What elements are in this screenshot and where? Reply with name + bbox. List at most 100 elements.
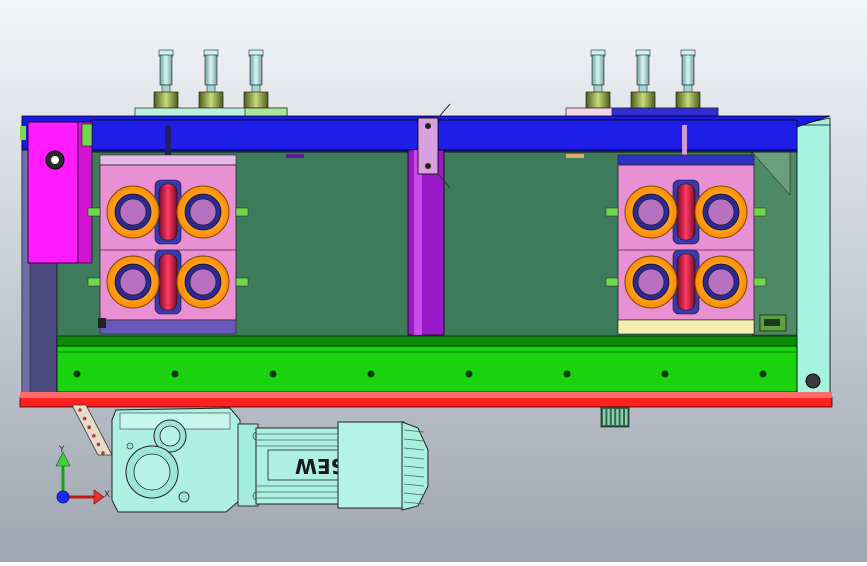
side-bolt-left xyxy=(87,277,101,287)
coordinate-triad-icon: Y X xyxy=(55,445,110,505)
sprocket-tooth xyxy=(620,409,623,425)
center-clamp-rod-bottom xyxy=(437,173,451,189)
side-bolt-right xyxy=(235,277,249,287)
fan-rib xyxy=(403,483,425,487)
motor-brand-label: SEW xyxy=(295,454,345,478)
center-column xyxy=(407,149,445,336)
fan-rib xyxy=(403,438,425,442)
roller-block-base xyxy=(99,319,237,335)
magenta-bracket xyxy=(27,121,79,264)
bottom-sprocket-teeth xyxy=(603,409,628,425)
stud-nut xyxy=(243,91,269,109)
orange-roller-hub xyxy=(189,268,217,296)
roller-assemblies xyxy=(87,154,767,335)
orange-roller-hub xyxy=(119,198,147,226)
right-side-face xyxy=(796,124,831,401)
top-beam-tab-right xyxy=(566,154,584,158)
side-bolt-left xyxy=(87,207,101,217)
orange-roller-hub xyxy=(637,268,665,296)
orange-roller-hub xyxy=(119,268,147,296)
base-rail-holes xyxy=(73,370,767,378)
stud-shaft xyxy=(204,54,218,86)
orange-roller-hub xyxy=(637,198,665,226)
rail-hole xyxy=(73,370,81,378)
side-bolt-left xyxy=(605,207,619,217)
chain-dot xyxy=(82,416,87,421)
stud-shaft xyxy=(249,54,263,86)
rail-hole xyxy=(171,370,179,378)
top-beam xyxy=(89,119,798,153)
stud-nut xyxy=(198,91,224,109)
chain-link-dots xyxy=(78,408,105,455)
bracket-green-clip xyxy=(81,123,93,147)
fan-rib xyxy=(403,429,425,433)
fan-rib xyxy=(403,501,425,505)
orange-roller-hub xyxy=(707,198,735,226)
triad-y-arrow xyxy=(55,451,71,467)
bottom-red-highlight xyxy=(20,392,832,398)
red-roller xyxy=(676,253,696,311)
fan-rib xyxy=(403,492,425,496)
rail-hole xyxy=(759,370,767,378)
fan-rib xyxy=(403,447,425,451)
rail-hole xyxy=(269,370,277,378)
top-beam-pin-left xyxy=(165,125,171,155)
side-bolt-right xyxy=(235,207,249,217)
roller-block-top-cap xyxy=(617,154,755,166)
fan-rib xyxy=(403,474,425,478)
chain-dot xyxy=(92,434,96,438)
orange-roller-hub xyxy=(189,198,217,226)
orange-roller-hub xyxy=(707,268,735,296)
red-roller xyxy=(676,183,696,241)
base-rail-top xyxy=(56,335,798,347)
base-rail xyxy=(56,345,798,393)
center-column-highlight xyxy=(414,150,422,335)
motor-fan-cover xyxy=(401,421,429,511)
chain-dot xyxy=(101,451,105,455)
stud-shaft xyxy=(591,54,605,86)
stud-nut xyxy=(585,91,611,109)
center-clamp-rod-top xyxy=(437,103,451,119)
side-bolt-right xyxy=(753,207,767,217)
sprocket-tooth xyxy=(607,409,610,425)
sprocket-tooth xyxy=(603,409,606,425)
sprocket-tooth xyxy=(625,409,628,425)
chain-dot xyxy=(78,408,82,412)
top-beam-tab-left xyxy=(286,154,304,158)
triad-x-label: X xyxy=(104,490,110,500)
chain-dot xyxy=(87,425,91,430)
red-roller xyxy=(158,253,178,311)
gearbox-boss-lower-inner xyxy=(133,453,171,491)
motor-fins xyxy=(256,433,342,499)
stud-shaft xyxy=(636,54,650,86)
top-beam-pin-right xyxy=(682,125,687,155)
stud-shaft xyxy=(159,54,173,86)
center-clamp-bolt-bottom xyxy=(425,163,431,169)
side-bolt-right xyxy=(753,277,767,287)
sprocket-tooth xyxy=(616,409,619,425)
gearbox-bolt xyxy=(178,491,190,503)
fan-rib xyxy=(403,465,425,469)
triad-y-label: Y xyxy=(58,445,65,455)
sprocket-tooth xyxy=(611,409,615,425)
gearbox-boss-upper-inner xyxy=(159,425,181,447)
center-clamp-bolt-top xyxy=(425,123,431,129)
center-clamp xyxy=(417,117,439,175)
triad-x-arrow xyxy=(93,489,105,505)
rail-hole xyxy=(563,370,571,378)
red-roller xyxy=(158,183,178,241)
chain-dot xyxy=(96,442,101,447)
side-bolt-left xyxy=(605,277,619,287)
fan-rib xyxy=(403,456,425,460)
bracket-hole-highlight xyxy=(51,156,59,164)
stud-nut xyxy=(153,91,179,109)
stud-nut xyxy=(630,91,656,109)
stud-shaft xyxy=(681,54,695,86)
gear-motor: SEW xyxy=(111,407,429,513)
motor-fan-ribs xyxy=(403,429,425,505)
rail-hole xyxy=(465,370,473,378)
rail-hole xyxy=(367,370,375,378)
roller-block-top-cap xyxy=(99,154,237,166)
